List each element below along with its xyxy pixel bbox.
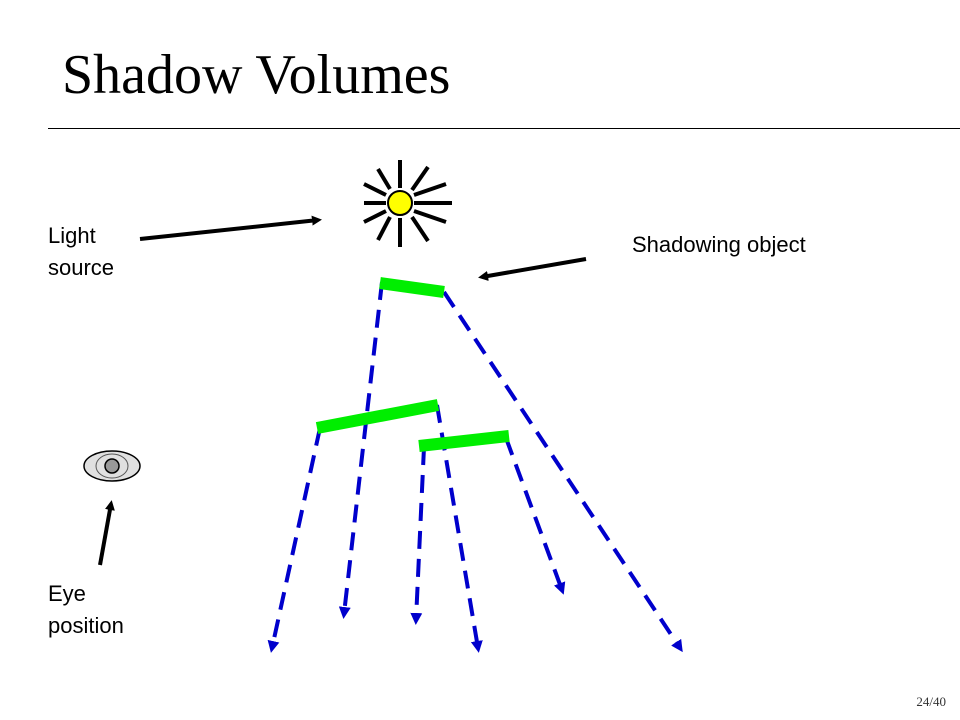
occluder-bar — [418, 430, 510, 452]
eye-icon — [83, 450, 141, 482]
shadow-ray — [267, 427, 322, 653]
slide-title: Shadow Volumes — [62, 44, 451, 106]
shadow-ray — [410, 446, 426, 625]
eye-position-label: Eye position — [48, 581, 124, 638]
light-source-label: Light source — [48, 223, 115, 280]
shadowing-object-bar — [379, 277, 445, 298]
shadowing-object-pointer — [478, 257, 587, 281]
shadowing-object-label: Shadowing object — [632, 232, 806, 257]
light-source-pointer — [139, 215, 322, 241]
title-divider — [48, 128, 960, 129]
shadow-ray — [338, 281, 384, 619]
sun-icon — [363, 160, 452, 247]
page-number: 24/40 — [916, 694, 946, 709]
occluder-bar — [315, 399, 440, 434]
shadow-ray — [442, 290, 683, 653]
eye-position-pointer — [98, 500, 115, 566]
